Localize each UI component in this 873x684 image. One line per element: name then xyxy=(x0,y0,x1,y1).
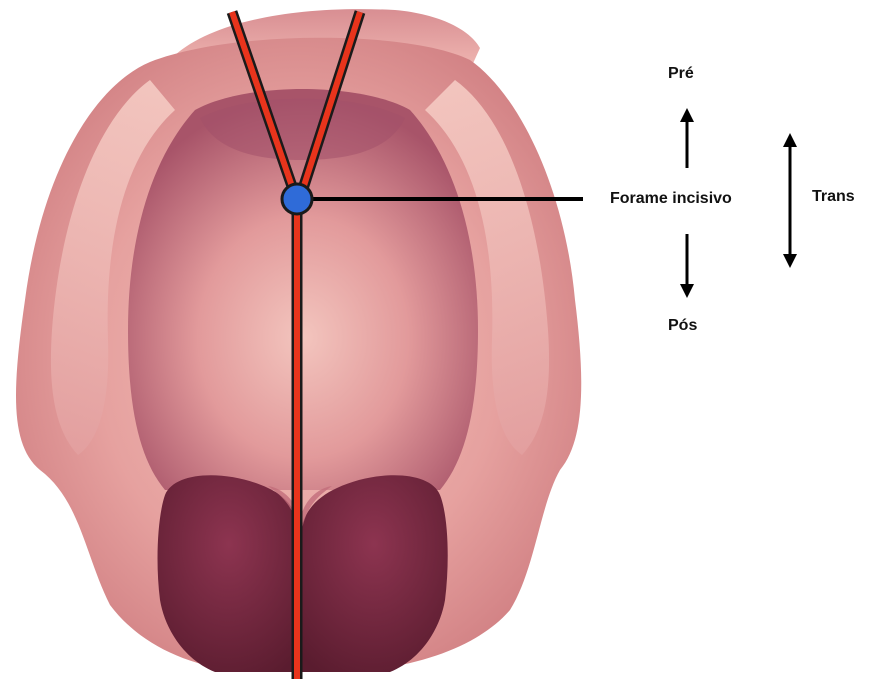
arrow-up-icon xyxy=(680,108,694,168)
label-pre: Pré xyxy=(668,66,694,82)
double-arrow-icon xyxy=(783,133,797,268)
forame-incisivo-point xyxy=(282,184,312,214)
arrow-down-icon xyxy=(680,234,694,298)
cavity-left xyxy=(158,475,300,672)
label-forame-incisivo: Forame incisivo xyxy=(610,191,732,207)
label-trans: Trans xyxy=(812,189,855,205)
cavity-right xyxy=(300,475,448,672)
label-pos: Pós xyxy=(668,318,697,334)
